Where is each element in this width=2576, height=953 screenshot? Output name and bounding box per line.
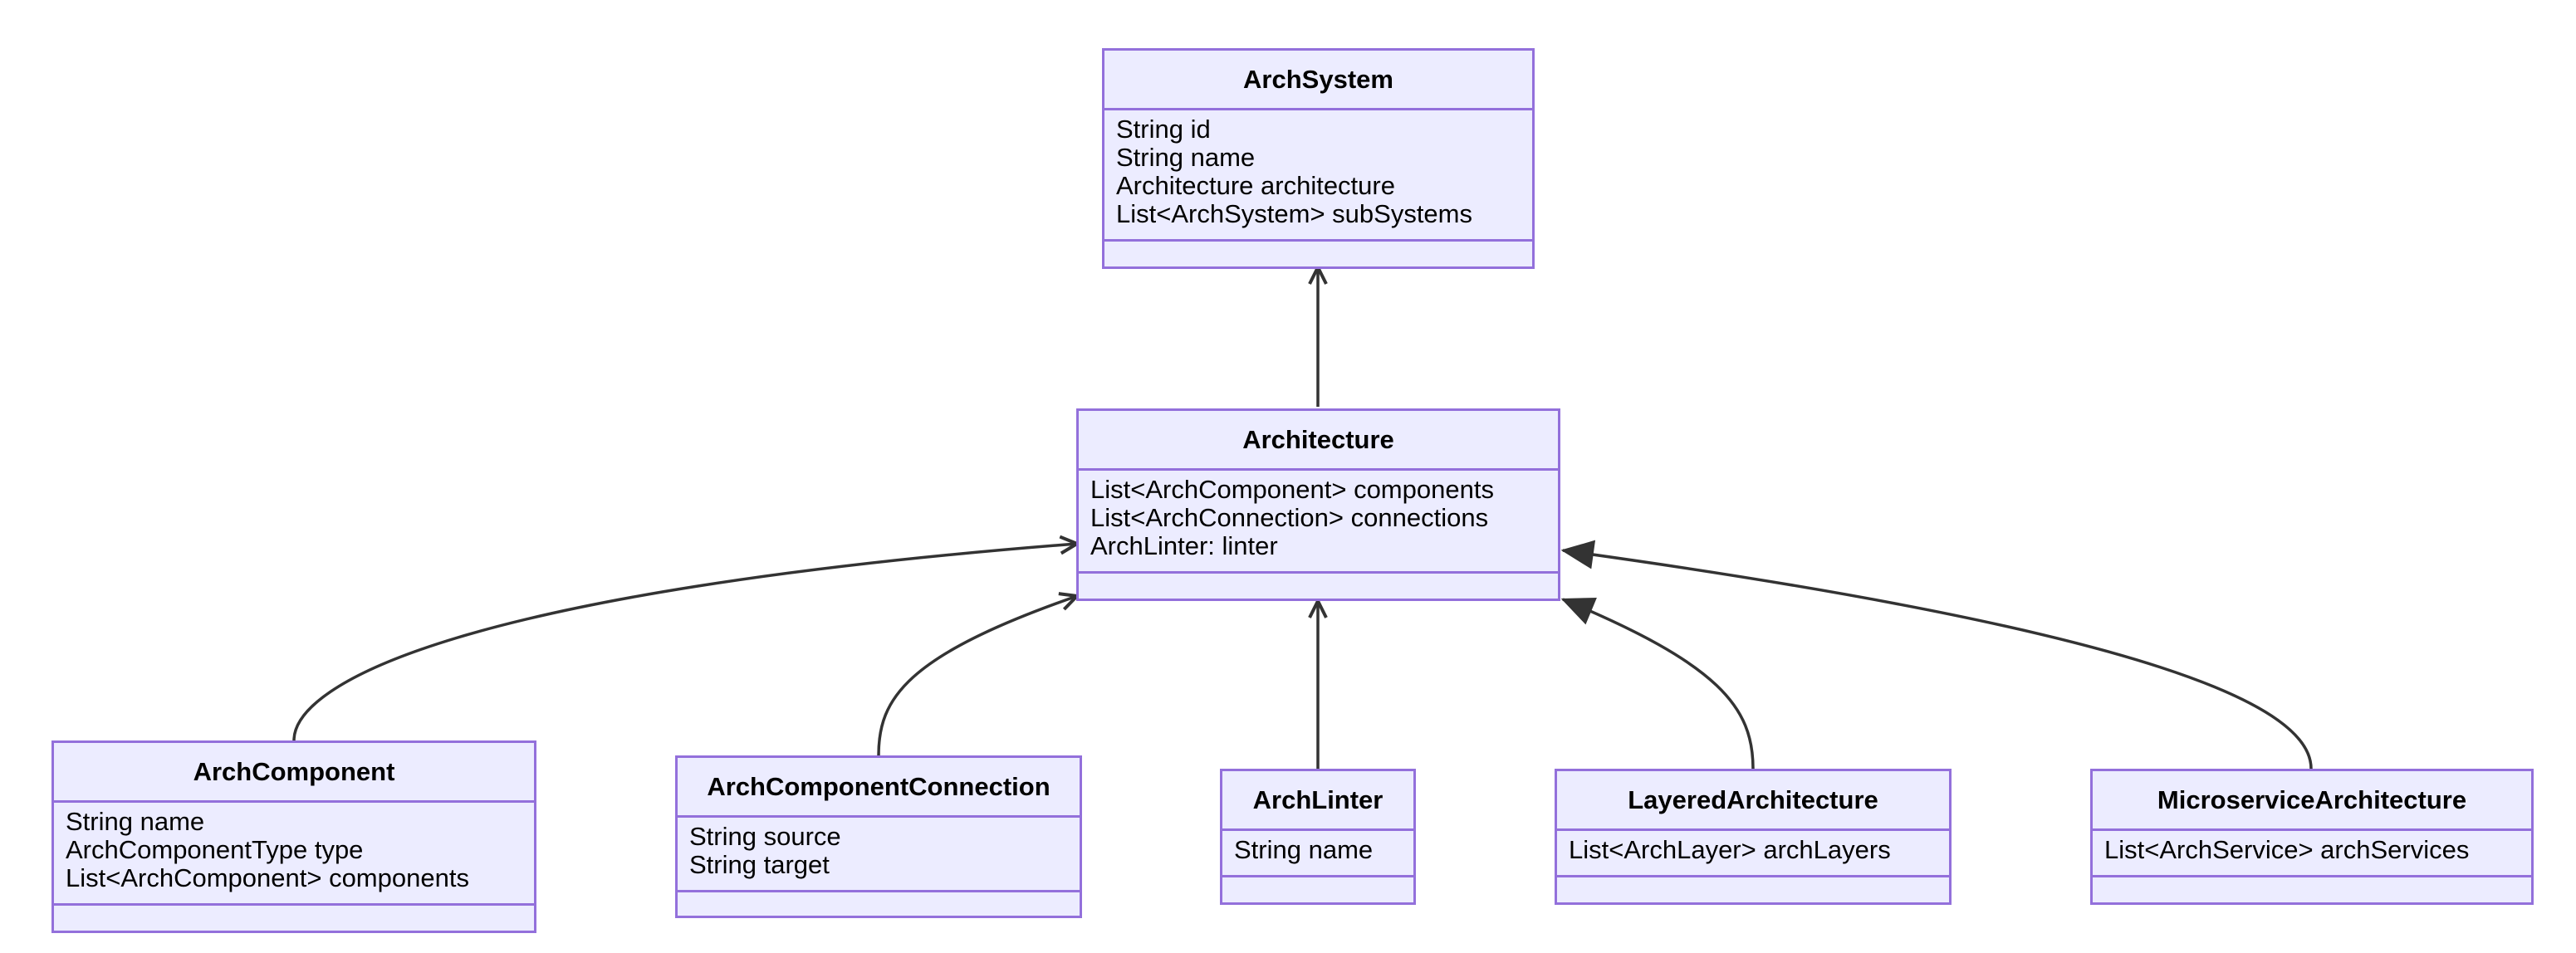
class-architecture[interactable]: Architecture List<ArchComponent> compone… <box>1076 408 1560 601</box>
class-attribute: String source <box>689 822 841 851</box>
class-archcomponent-methods <box>54 906 534 931</box>
class-layeredarchitecture-methods <box>1557 877 1949 902</box>
class-architecture-name: Architecture <box>1079 411 1558 471</box>
class-attribute: String id <box>1116 115 1211 144</box>
class-attribute: List<ArchConnection> connections <box>1090 503 1489 532</box>
class-attribute: Architecture architecture <box>1116 171 1395 200</box>
class-archcomponentconnection[interactable]: ArchComponentConnection String source St… <box>675 755 1082 918</box>
class-archlinter-name: ArchLinter <box>1222 771 1413 831</box>
relation-archcomponent-to-architecture <box>292 544 1077 741</box>
class-archcomponent[interactable]: ArchComponent String name ArchComponentT… <box>51 740 536 933</box>
class-archlinter-attributes: String name <box>1222 831 1413 877</box>
class-attribute: List<ArchComponent> components <box>66 863 469 892</box>
relation-microservicearchitecture-to-architecture <box>1563 550 2313 770</box>
class-layeredarchitecture[interactable]: LayeredArchitecture List<ArchLayer> arch… <box>1555 769 1952 905</box>
class-layeredarchitecture-name: LayeredArchitecture <box>1557 771 1949 831</box>
class-attribute: String name <box>1116 143 1256 172</box>
class-microservicearchitecture[interactable]: MicroserviceArchitecture List<ArchServic… <box>2090 769 2534 905</box>
class-attribute: String target <box>689 850 830 879</box>
class-attribute: List<ArchComponent> components <box>1090 475 1494 504</box>
class-attribute: String name <box>1234 835 1374 864</box>
class-attribute: ArchLinter: linter <box>1090 531 1278 560</box>
class-microservicearchitecture-name: MicroserviceArchitecture <box>2093 771 2531 831</box>
class-archcomponentconnection-attributes: String source String target <box>678 818 1080 892</box>
class-archcomponentconnection-name: ArchComponentConnection <box>678 758 1080 818</box>
class-archcomponent-name: ArchComponent <box>54 743 534 803</box>
class-attribute: List<ArchService> archServices <box>2104 835 2470 864</box>
class-attribute: ArchComponentType type <box>66 835 364 864</box>
class-attribute: List<ArchLayer> archLayers <box>1569 835 1891 864</box>
class-archsystem-name: ArchSystem <box>1104 51 1532 110</box>
class-archcomponent-attributes: String name ArchComponentType type List<… <box>54 803 534 906</box>
class-archsystem-methods <box>1104 242 1532 266</box>
class-archcomponentconnection-methods <box>678 892 1080 917</box>
class-attribute: String name <box>66 807 205 836</box>
class-archlinter[interactable]: ArchLinter String name <box>1220 769 1416 905</box>
relation-layeredarchitecture-to-architecture <box>1563 599 1755 770</box>
class-architecture-attributes: List<ArchComponent> components List<Arch… <box>1079 471 1558 574</box>
class-microservicearchitecture-attributes: List<ArchService> archServices <box>2093 831 2531 877</box>
class-microservicearchitecture-methods <box>2093 877 2531 902</box>
class-layeredarchitecture-attributes: List<ArchLayer> archLayers <box>1557 831 1949 877</box>
relation-archcomponentconnection-to-architecture <box>877 596 1077 756</box>
class-architecture-methods <box>1079 574 1558 599</box>
class-archsystem-attributes: String id String name Architecture archi… <box>1104 110 1532 242</box>
class-archlinter-methods <box>1222 877 1413 902</box>
class-archsystem[interactable]: ArchSystem String id String name Archite… <box>1102 48 1535 269</box>
class-attribute: List<ArchSystem> subSystems <box>1116 199 1472 228</box>
